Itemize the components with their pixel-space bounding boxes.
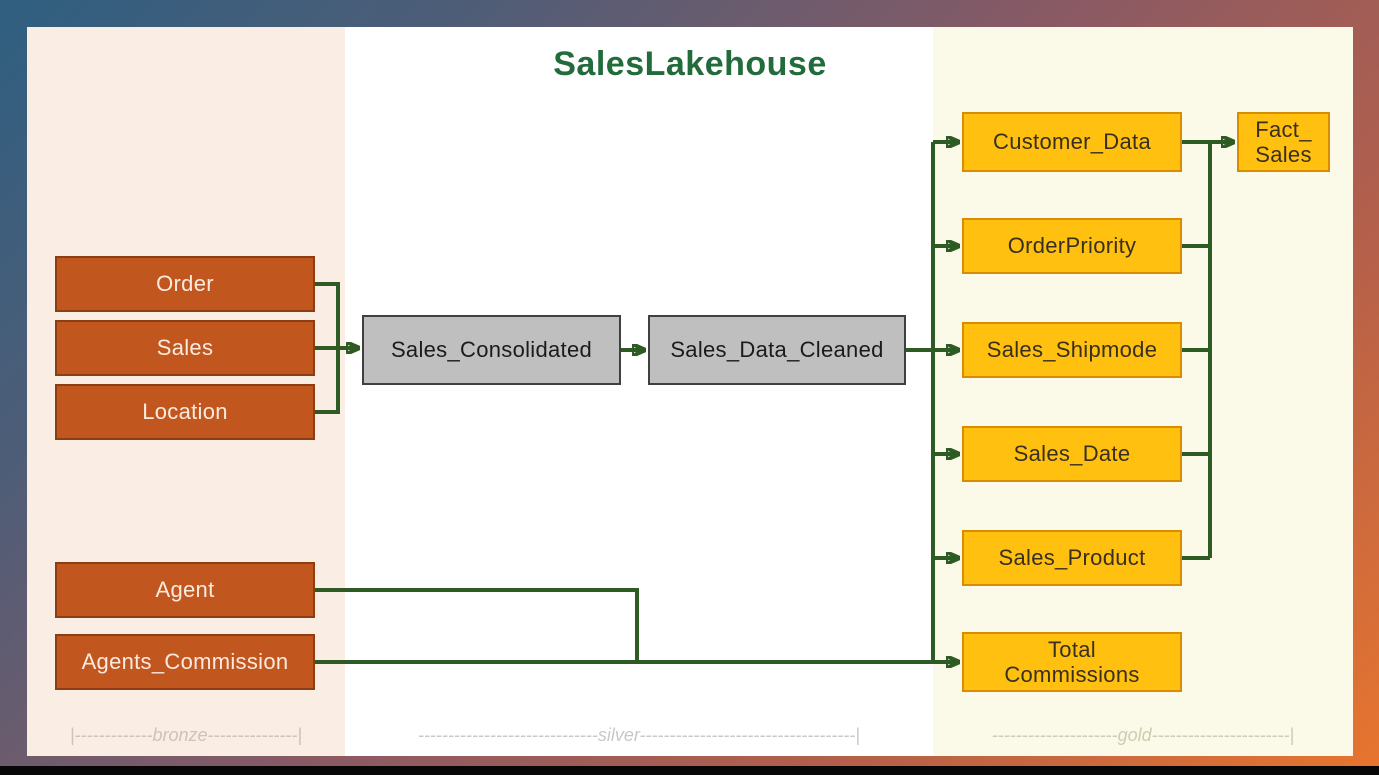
node-sales: Sales bbox=[55, 320, 315, 376]
node-location-label: Location bbox=[142, 399, 228, 425]
node-sales-product: Sales_Product bbox=[962, 530, 1182, 586]
fact-sales-line1: Fact_ bbox=[1255, 116, 1312, 142]
node-sales-shipmode-label: Sales_Shipmode bbox=[986, 337, 1158, 363]
node-sales-date: Sales_Date bbox=[962, 426, 1182, 482]
node-sales-data-cleaned-label: Sales_Data_Cleaned bbox=[670, 337, 884, 363]
zone-silver bbox=[345, 27, 933, 756]
zone-label-bronze: |-------------bronze---------------| bbox=[69, 725, 303, 745]
node-total-commissions-label: Total Commissions bbox=[1004, 637, 1139, 688]
total-commissions-line1: Total bbox=[1048, 636, 1096, 662]
node-fact-sales: Fact_ Sales bbox=[1237, 112, 1330, 172]
node-sales-consolidated-label: Sales_Consolidated bbox=[390, 337, 593, 363]
node-location: Location bbox=[55, 384, 315, 440]
node-order: Order bbox=[55, 256, 315, 312]
node-sales-date-label: Sales_Date bbox=[1013, 441, 1131, 467]
page-title: SalesLakehouse bbox=[553, 45, 827, 83]
node-customer-data: Customer_Data bbox=[962, 112, 1182, 172]
node-agents-commission: Agents_Commission bbox=[55, 634, 315, 690]
node-order-priority-label: OrderPriority bbox=[1007, 233, 1137, 259]
node-total-commissions: Total Commissions bbox=[962, 632, 1182, 692]
node-sales-shipmode: Sales_Shipmode bbox=[962, 322, 1182, 378]
zone-label-gold: ---------------------gold---------------… bbox=[991, 725, 1295, 745]
fact-sales-line2: Sales bbox=[1255, 142, 1312, 167]
node-sales-data-cleaned: Sales_Data_Cleaned bbox=[648, 315, 906, 385]
diagram-area: SalesLakehouse bbox=[27, 27, 1353, 756]
node-sales-label: Sales bbox=[156, 335, 214, 361]
node-sales-consolidated: Sales_Consolidated bbox=[362, 315, 621, 385]
node-sales-product-label: Sales_Product bbox=[998, 545, 1146, 571]
node-customer-data-label: Customer_Data bbox=[993, 129, 1151, 155]
bottom-letterbox-bar bbox=[0, 766, 1379, 775]
total-commissions-line2: Commissions bbox=[1004, 662, 1140, 687]
zone-label-silver: ------------------------------silver----… bbox=[418, 725, 860, 745]
node-order-label: Order bbox=[156, 271, 214, 297]
node-fact-sales-label: Fact_ Sales bbox=[1255, 117, 1312, 168]
node-agent-label: Agent bbox=[155, 577, 215, 603]
node-order-priority: OrderPriority bbox=[962, 218, 1182, 274]
node-agent: Agent bbox=[55, 562, 315, 618]
node-agents-commission-label: Agents_Commission bbox=[81, 649, 289, 675]
